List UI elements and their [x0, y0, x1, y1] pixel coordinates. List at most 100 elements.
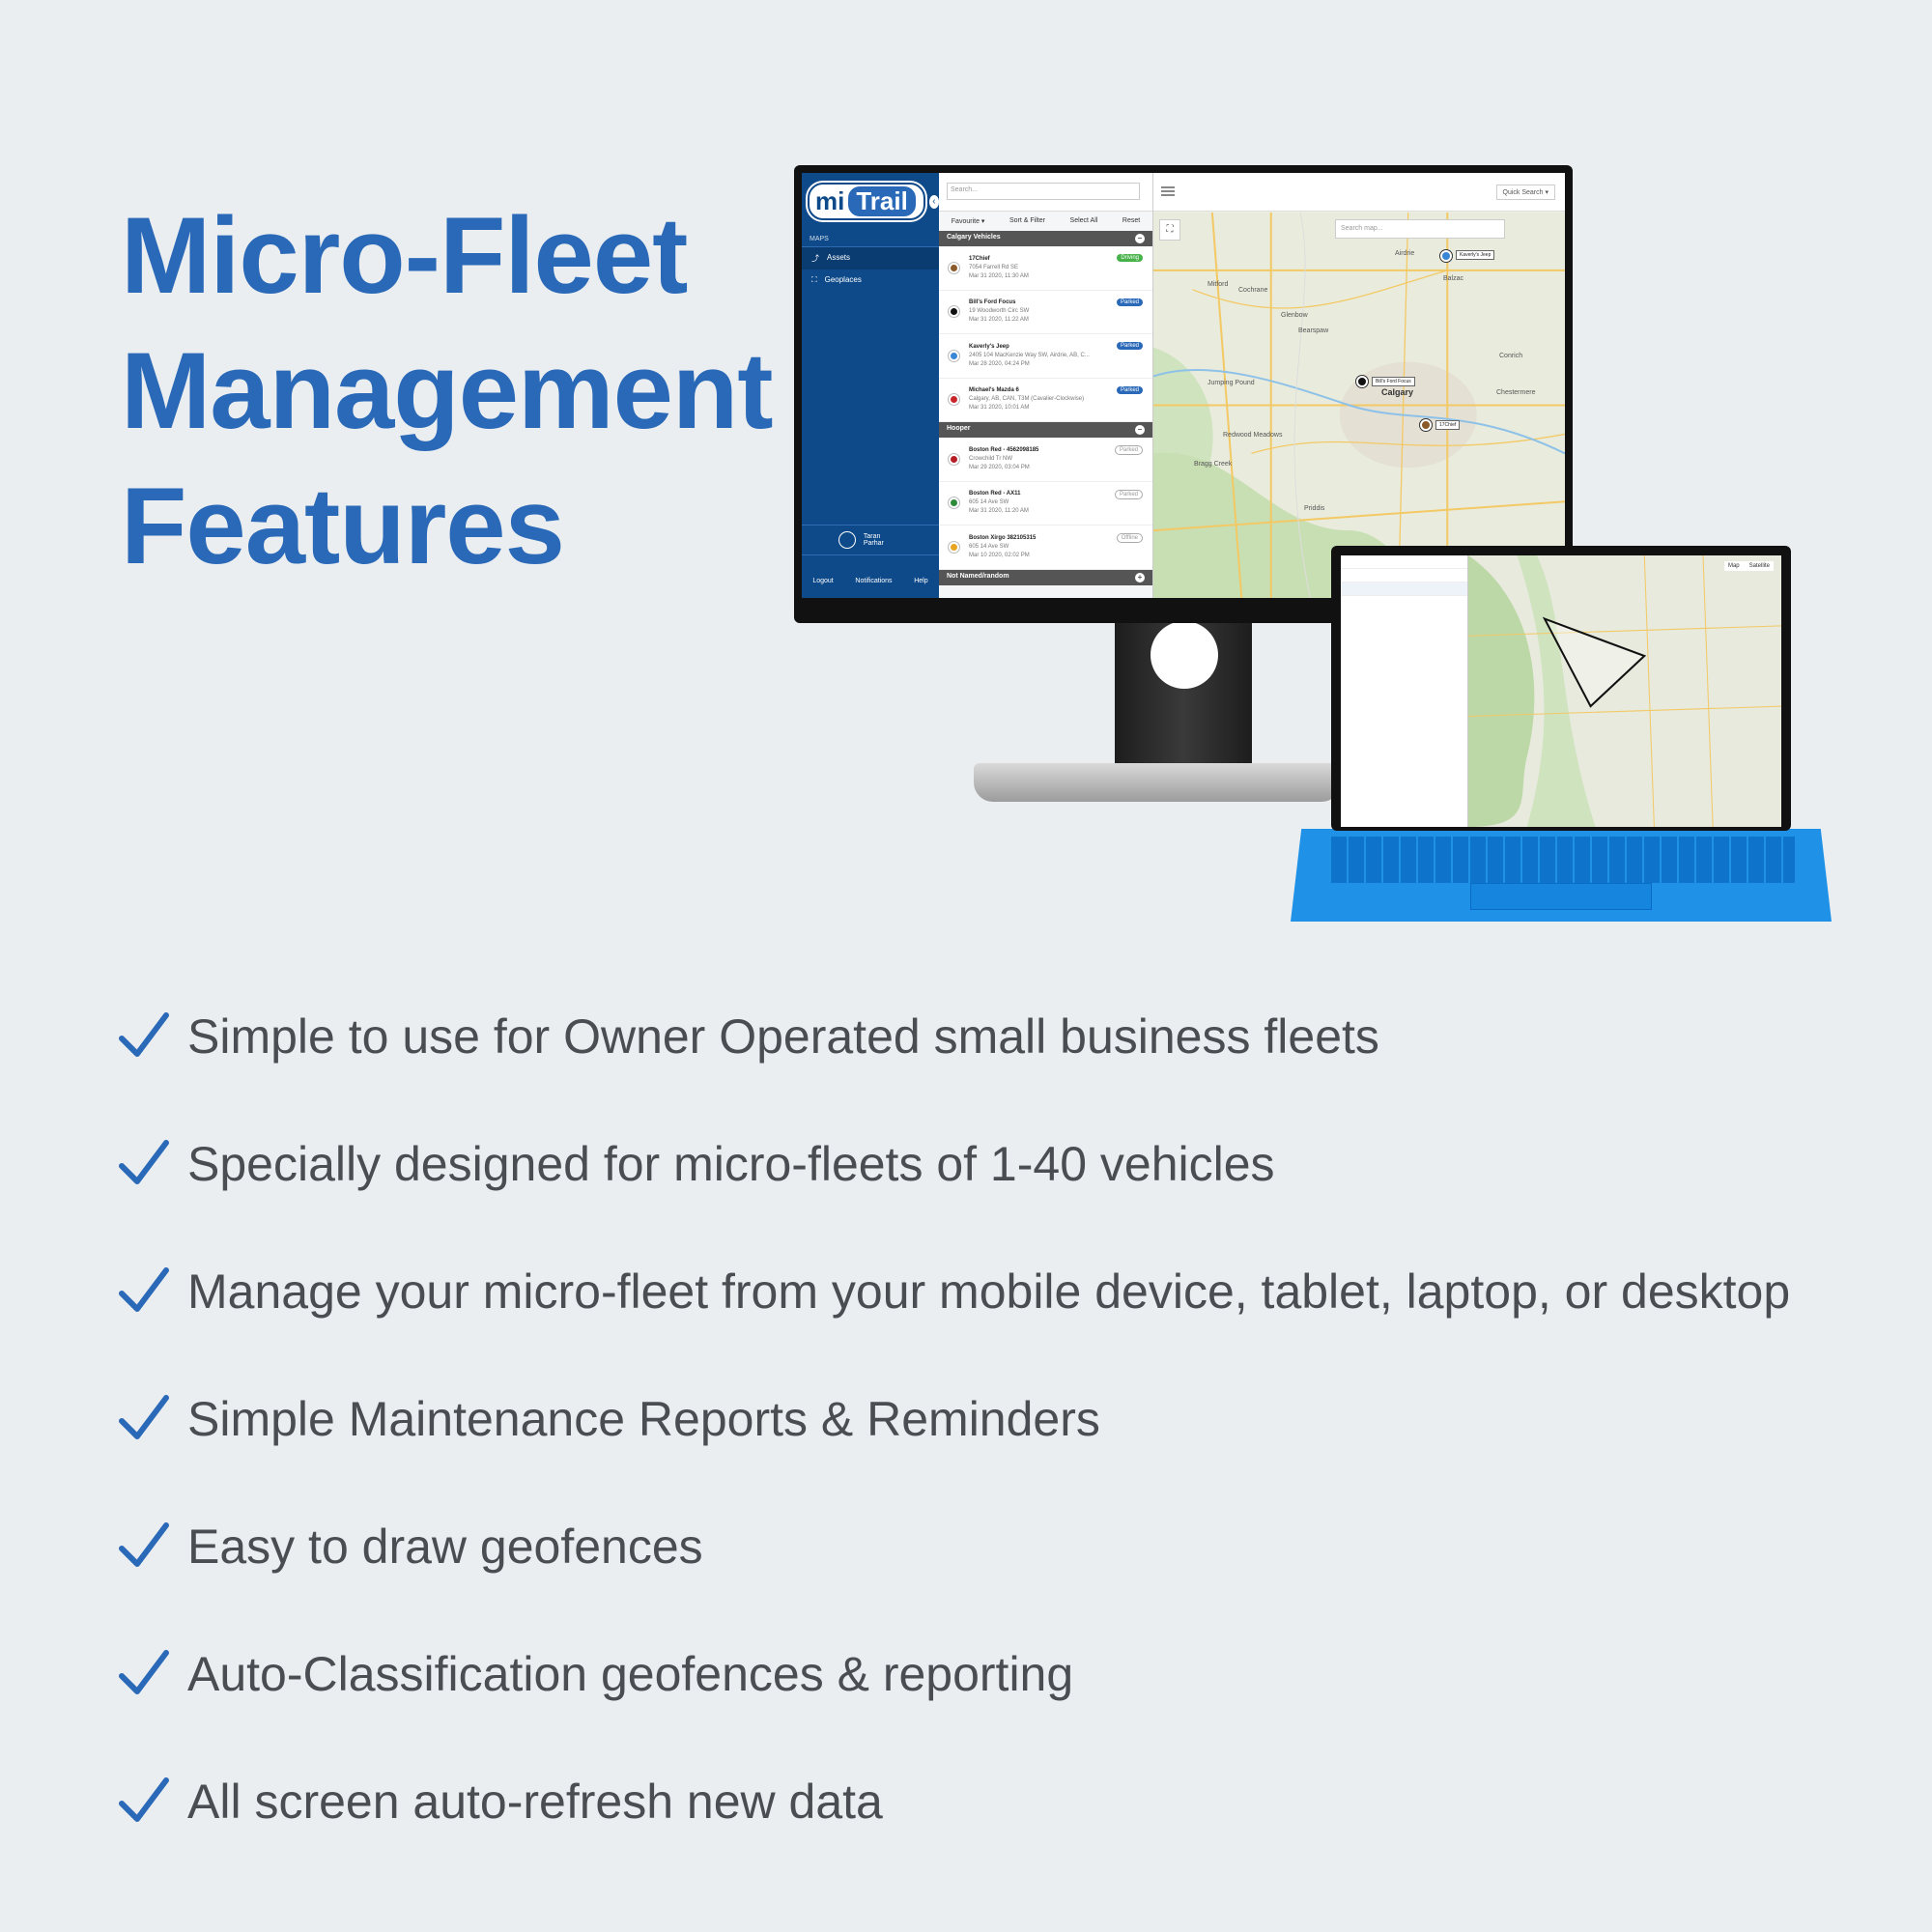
asset-search-input[interactable]: Search...	[947, 183, 1140, 200]
map-type-toggle: Map Satellite	[1723, 561, 1774, 571]
feature-item: Simple Maintenance Reports & Reminders	[118, 1382, 1915, 1510]
asset-list-panel: Search... Favourite ▾ Sort & Filter Sele…	[939, 173, 1153, 598]
geofence-polygon	[1542, 616, 1647, 708]
status-badge: Parked	[1114, 445, 1143, 455]
status-badge: Offline	[1116, 533, 1143, 543]
vehicle-address: 605 14 Ave SW	[969, 499, 1009, 506]
tablet-map[interactable]: Map Satellite	[1468, 555, 1781, 827]
satellite-view-button[interactable]: Satellite	[1748, 563, 1770, 569]
map-label-glenbow: Glenbow	[1281, 312, 1308, 319]
vehicle-time: Mar 29 2020, 03:04 PM	[969, 464, 1030, 470]
sidebar-item-label: Assets	[827, 253, 851, 262]
map-marker-label: 17Chief	[1435, 420, 1461, 430]
logout-link[interactable]: Logout	[812, 578, 834, 584]
status-badge: Parked	[1114, 489, 1143, 499]
map-search-input[interactable]: Search map...	[1335, 219, 1505, 239]
checkmark-icon	[119, 1012, 169, 1057]
desktop-monitor: mi Trail ‹ MAPS ⤴ Assets ⛶ Geoplaces Tar…	[794, 165, 1573, 623]
monitor-stand-cable-hole	[1151, 621, 1218, 689]
app-sidebar: mi Trail ‹ MAPS ⤴ Assets ⛶ Geoplaces Tar…	[802, 173, 939, 598]
vehicle-list-item[interactable]: Boston Red - 4562098185 Crowchild Tr NW …	[939, 438, 1152, 482]
feature-item: Simple to use for Owner Operated small b…	[118, 1000, 1915, 1127]
feature-text: Easy to draw geofences	[187, 1520, 703, 1574]
feature-text: Simple to use for Owner Operated small b…	[187, 1009, 1379, 1064]
monitor-screen: mi Trail ‹ MAPS ⤴ Assets ⛶ Geoplaces Tar…	[802, 173, 1565, 598]
map-label-cochrane: Cochrane	[1238, 287, 1268, 294]
vehicle-name: Michael's Mazda 6	[969, 387, 1019, 394]
map-canvas[interactable]	[1153, 213, 1565, 598]
group-header-not-named[interactable]: Not Named/random +	[939, 569, 1152, 585]
collapse-sidebar-icon[interactable]: ‹	[928, 194, 939, 209]
quick-search-dropdown[interactable]: Quick Search ▾	[1495, 185, 1555, 200]
map-label-redwood-meadows: Redwood Meadows	[1223, 432, 1283, 439]
sidebar-item-assets[interactable]: ⤴ Assets	[802, 246, 939, 270]
vehicle-marker-icon	[949, 306, 959, 318]
geofence-icon: ⛶	[811, 275, 817, 284]
vehicle-map-marker[interactable]	[1356, 376, 1368, 387]
collapse-group-icon[interactable]: −	[1135, 425, 1145, 435]
tablet-screen: Map Satellite	[1341, 555, 1781, 827]
select-all-button[interactable]: Select All	[1069, 217, 1098, 224]
feature-text: Auto-Classification geofences & reportin…	[187, 1647, 1074, 1701]
collapse-group-icon[interactable]: −	[1135, 234, 1145, 243]
vehicle-map-marker[interactable]	[1420, 419, 1432, 431]
checkmark-icon	[119, 1395, 169, 1439]
feature-item: Manage your micro-fleet from your mobile…	[118, 1255, 1915, 1382]
expand-group-icon[interactable]: +	[1135, 572, 1145, 582]
list-filter-bar: Favourite ▾ Sort & Filter Select All Res…	[939, 212, 1152, 231]
group-header-hooper[interactable]: Hooper −	[939, 422, 1152, 438]
checkmark-icon	[119, 1650, 169, 1694]
menu-icon[interactable]	[1161, 186, 1175, 196]
sort-filter-button[interactable]: Sort & Filter	[1009, 217, 1045, 224]
vehicle-address: Crowchild Tr NW	[969, 455, 1013, 462]
vehicle-name: Kaverly's Jeep	[969, 343, 1009, 350]
map-label-bragg-creek: Bragg Creek	[1194, 461, 1233, 468]
user-avatar-icon	[838, 531, 856, 549]
vehicle-time: Mar 31 2020, 10:01 AM	[969, 405, 1030, 412]
headline-line-1: Micro-Fleet	[121, 195, 688, 316]
vehicle-list-item[interactable]: Bill's Ford Focus 19 Woodworth Circ SW M…	[939, 290, 1152, 334]
vehicle-marker-icon	[949, 262, 959, 273]
sidebar-footer-links: Logout Notifications Help	[802, 578, 939, 584]
user-profile[interactable]: Taran Parhar	[802, 525, 939, 555]
tablet-device: Map Satellite	[1331, 546, 1791, 831]
favourite-dropdown[interactable]: Favourite ▾	[951, 218, 985, 225]
status-badge: Parked	[1116, 298, 1143, 306]
map-label-calgary: Calgary	[1381, 387, 1414, 397]
route-icon: ⤴	[811, 254, 819, 263]
map-toolbar: Quick Search ▾	[1153, 173, 1565, 212]
mitrail-logo[interactable]: mi Trail ‹	[808, 183, 939, 220]
vehicle-map-marker[interactable]	[1440, 250, 1452, 262]
keyboard-keys	[1331, 837, 1795, 883]
vehicle-list-item[interactable]: 17Chief 7054 Farrell Rd SE Mar 31 2020, …	[939, 246, 1152, 291]
feature-item: Easy to draw geofences	[118, 1510, 1915, 1637]
vehicle-time: Mar 10 2020, 02:02 PM	[969, 552, 1030, 558]
map-view-button[interactable]: Map	[1727, 563, 1740, 569]
vehicle-address: 19 Woodworth Circ SW	[969, 308, 1030, 315]
logo-trail: Trail	[848, 186, 916, 216]
group-header-calgary-vehicles[interactable]: Calgary Vehicles −	[939, 231, 1152, 246]
checkmark-icon	[119, 1140, 169, 1184]
help-link[interactable]: Help	[914, 578, 928, 584]
vehicle-time: Mar 28 2020, 04:24 PM	[969, 360, 1030, 367]
sidebar-item-geoplaces[interactable]: ⛶ Geoplaces	[802, 270, 939, 291]
vehicle-list-item[interactable]: Kaverly's Jeep 2405 104 MacKenzie Way SW…	[939, 334, 1152, 379]
map-label-balzac: Balzac	[1443, 275, 1464, 282]
map-label-priddis: Priddis	[1304, 505, 1325, 512]
vehicle-address: 605 14 Ave SW	[969, 543, 1009, 550]
list-item[interactable]	[1341, 582, 1467, 596]
vehicle-list-item[interactable]: Michael's Mazda 6 Calgary, AB, CAN, T3M …	[939, 378, 1152, 422]
vehicle-list-item[interactable]: Boston Xirgo 382105315 605 14 Ave SW Mar…	[939, 526, 1152, 570]
reset-button[interactable]: Reset	[1122, 217, 1141, 224]
vehicle-address: 7054 Farrell Rd SE	[969, 264, 1019, 270]
feature-text: Simple Maintenance Reports & Reminders	[187, 1392, 1100, 1446]
map-label-mitford: Mitford	[1208, 281, 1229, 288]
monitor-stand-base	[974, 763, 1341, 802]
vehicle-marker-icon	[949, 453, 959, 465]
vehicle-list-item[interactable]: Boston Red - AX11 605 14 Ave SW Mar 31 2…	[939, 481, 1152, 526]
headline: Micro-Fleet Management Features	[121, 188, 778, 594]
fullscreen-icon[interactable]: ⛶	[1159, 219, 1180, 241]
status-badge: Driving	[1117, 254, 1143, 262]
tablet-search-row	[1341, 555, 1467, 569]
notifications-link[interactable]: Notifications	[855, 578, 893, 584]
